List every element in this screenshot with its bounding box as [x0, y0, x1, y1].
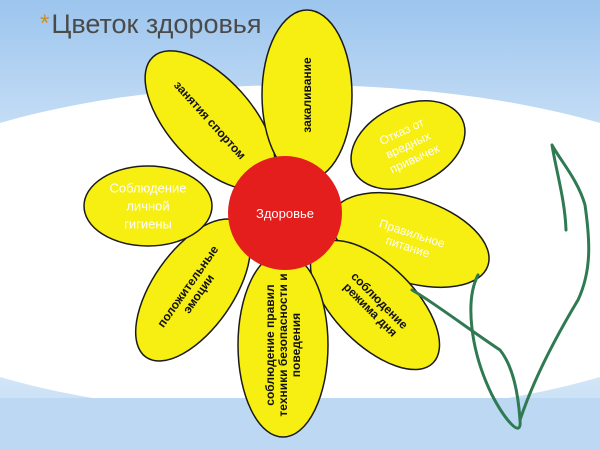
- petal-hygiene-label-line: личной: [126, 199, 169, 214]
- petal-hardening-label: закаливание: [300, 57, 314, 133]
- petal-hygiene-shape: [83, 165, 213, 247]
- petal-hygiene-label-line: Соблюдение: [109, 181, 186, 196]
- petal-no-bad-habits: Отказ отвредныхпривычек: [350, 100, 466, 190]
- flower-center-shape: [228, 156, 342, 270]
- flower-center-label: Здоровье: [256, 206, 314, 221]
- petal-safety-rules-label-line: поведения: [289, 313, 303, 377]
- petal-daily-routine: соблюдениережима дня: [309, 239, 441, 371]
- title-bullet: *: [40, 10, 50, 37]
- slide-title-text: Цветок здоровья: [51, 9, 262, 39]
- petal-hardening: закаливание: [261, 9, 353, 181]
- slide-title: *Цветок здоровья: [40, 8, 262, 40]
- petal-hygiene-label-line: гигиены: [124, 217, 172, 232]
- petal-safety-rules-label: соблюдение правилтехники безопасности ип…: [263, 273, 303, 416]
- petal-no-bad-habits-shape: [350, 100, 466, 190]
- petal-safety-rules-label-line: соблюдение правил: [263, 284, 277, 405]
- petal-hardening-label-line: закаливание: [300, 57, 314, 133]
- petal-safety-rules-label-line: техники безопасности и: [276, 273, 290, 416]
- petal-hygiene-label: Соблюдение личной гигиены: [109, 181, 186, 232]
- petal-hygiene: Соблюдение личной гигиены: [83, 165, 213, 247]
- petal-safety-rules: соблюдение правилтехники безопасности ип…: [237, 252, 329, 438]
- stem-and-leaf: [410, 143, 591, 430]
- petal-sport: занятия спортом: [144, 50, 276, 190]
- flower-center: Здоровье: [228, 156, 342, 270]
